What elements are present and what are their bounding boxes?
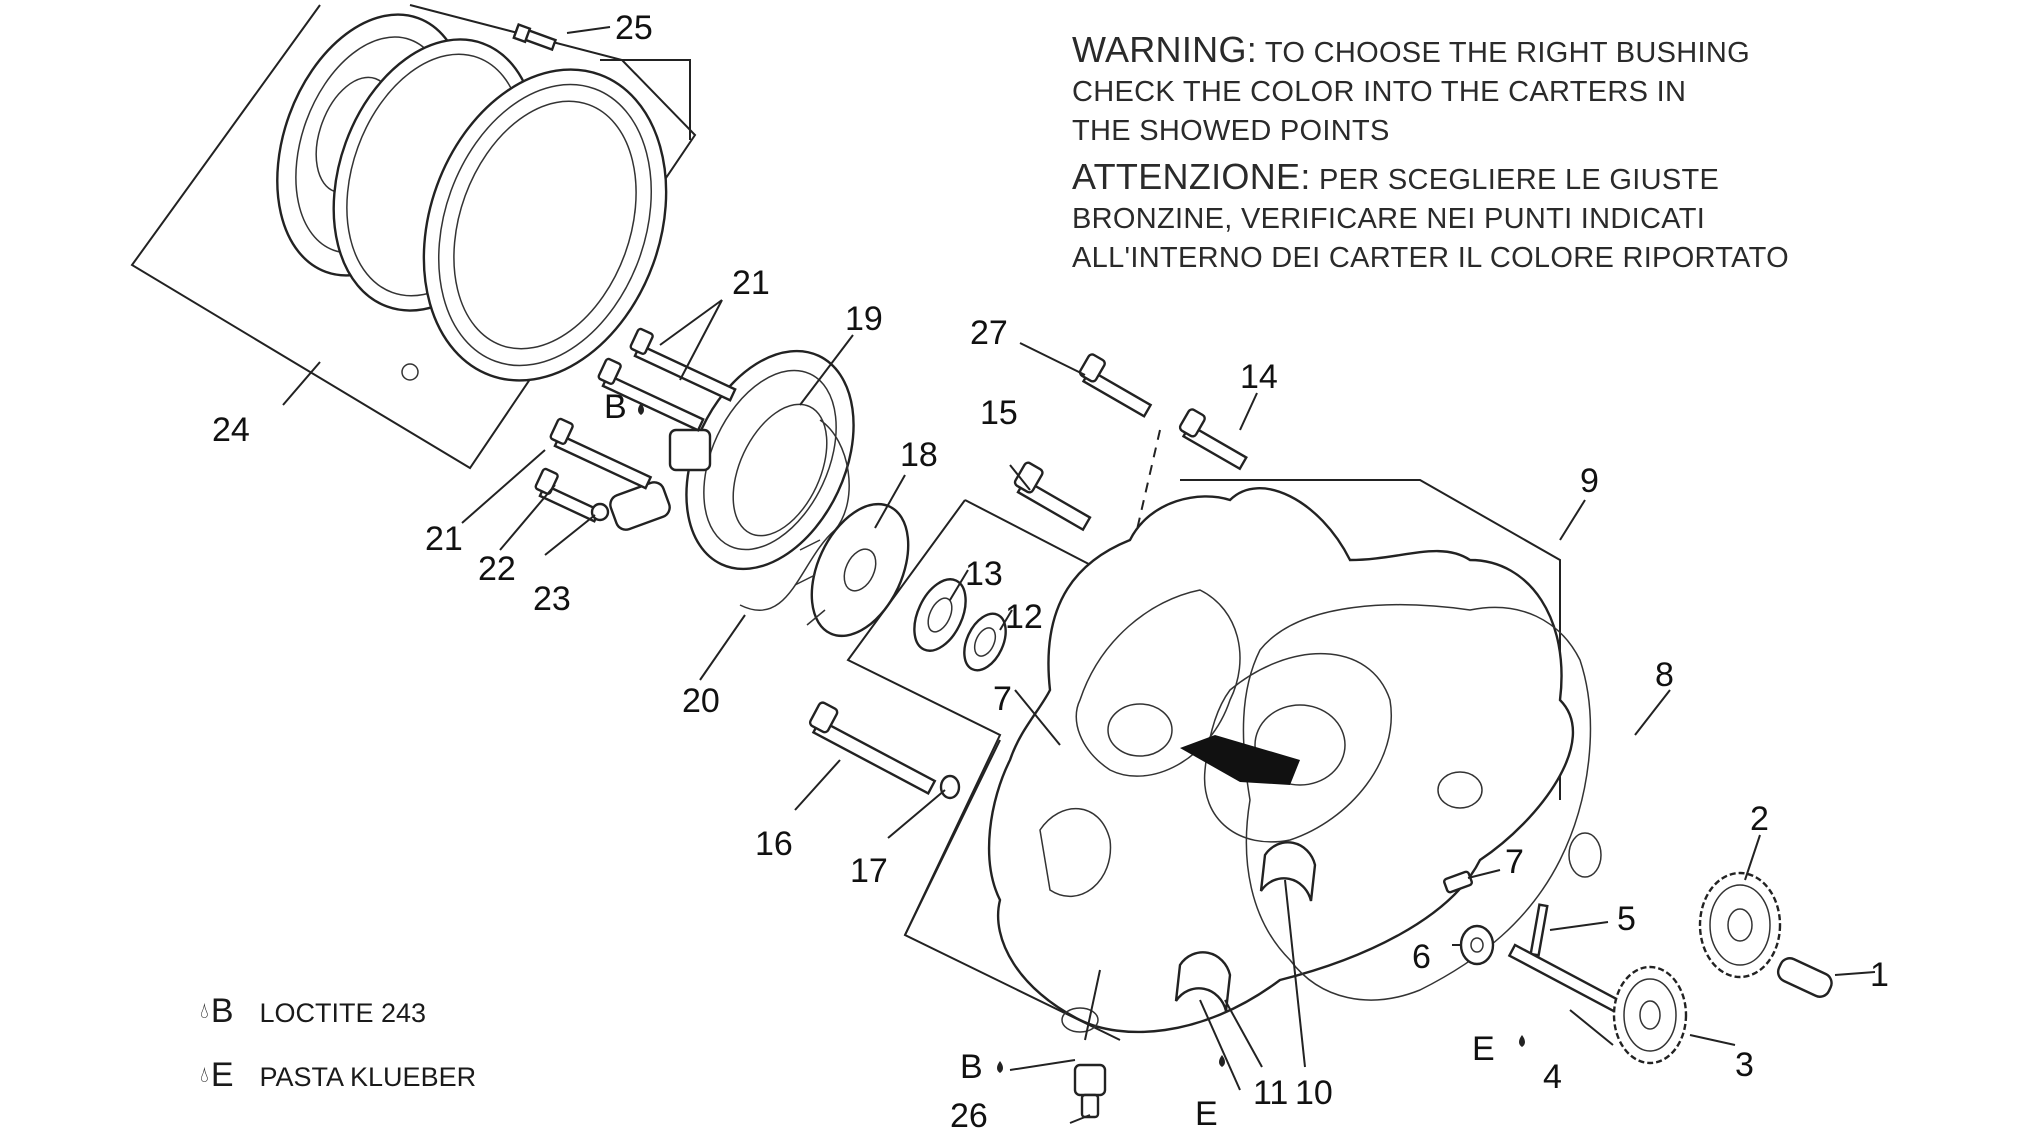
impeller-part-18: [794, 502, 910, 638]
warning-en-line-2: CHECK THE COLOR INTO THE CARTERS IN: [1072, 76, 1687, 108]
warning-en-label: WARNING:: [1072, 29, 1258, 70]
callout-2: 2: [1750, 800, 1769, 838]
callout-23: 23: [533, 580, 571, 618]
legend-text: PASTA KLUEBER: [259, 1062, 477, 1092]
callout-22: 22: [478, 550, 516, 588]
callout-5: 5: [1617, 900, 1636, 938]
gear-part-3: [1612, 965, 1688, 1065]
washer-part-6: [1459, 924, 1495, 966]
callout-8: 8: [1655, 656, 1674, 694]
legend-item-b: 💧︎B LOCTITE 243: [200, 992, 426, 1031]
drop-icon: [638, 403, 1525, 1073]
leader-lines: [282, 299, 1876, 1124]
bolt-part-15: [1013, 461, 1092, 532]
gear-part-2: [1698, 871, 1782, 979]
callout-15: 15: [980, 394, 1018, 432]
bushing-part-10: [1259, 841, 1317, 902]
drop-icon: 💧︎: [200, 1062, 209, 1087]
callout-21b: 21: [425, 520, 463, 558]
drop-icon: 💧︎: [200, 998, 209, 1023]
callout-1: 1: [1870, 956, 1889, 994]
pin-part-1: [1776, 957, 1833, 998]
warning-it-label: ATTENZIONE:: [1072, 156, 1311, 197]
marker-e-shaft: E: [1472, 1030, 1495, 1068]
callout-14: 14: [1240, 358, 1278, 396]
callout-25: 25: [615, 9, 653, 47]
warning-it-line-2: BRONZINE, VERIFICARE NEI PUNTI INDICATI: [1072, 203, 1706, 235]
callout-11: 11: [1253, 1074, 1288, 1112]
bolt-part-25: [512, 23, 611, 52]
warning-it-line-1: ATTENZIONE: PER SCEGLIERE LE GIUSTE: [1072, 157, 1972, 200]
callout-16: 16: [755, 825, 793, 863]
gasket-part-8: [1242, 604, 1602, 1001]
warning-it-text-1: PER SCEGLIERE LE GIUSTE: [1319, 164, 1720, 196]
callout-7b: 7: [1505, 843, 1524, 881]
callout-13: 13: [965, 555, 1003, 593]
direction-arrow: [1180, 735, 1300, 785]
bolt-part-16: [808, 701, 937, 796]
callout-18: 18: [900, 436, 938, 474]
water-pump-part: [609, 349, 855, 612]
callout-9: 9: [1580, 462, 1599, 500]
group-frame-pump-bearings: [846, 499, 1111, 936]
callout-26: 26: [950, 1097, 988, 1131]
bushing-part-11: [1174, 951, 1232, 1012]
callout-3: 3: [1735, 1046, 1754, 1084]
callout-27: 27: [970, 314, 1008, 352]
marker-b-sensor: B: [960, 1048, 983, 1086]
legend-code: E: [210, 1056, 234, 1094]
legend-text: LOCTITE 243: [259, 998, 427, 1028]
callout-19: 19: [845, 300, 883, 338]
callout-17: 17: [850, 852, 888, 890]
warning-it-line-3: ALL'INTERNO DEI CARTER IL COLORE RIPORTA…: [1072, 242, 1789, 274]
warning-en-line-3: THE SHOWED POINTS: [1072, 115, 1390, 147]
bolt-part-14: [1178, 408, 1248, 471]
marker-b-pump: B: [604, 388, 627, 426]
washer-part-17: [939, 774, 961, 800]
sensor-part-26: [1073, 1063, 1107, 1119]
callout-4: 4: [1543, 1058, 1562, 1096]
bearing-part-12: [963, 612, 1007, 672]
callout-7a: 7: [993, 680, 1012, 718]
clutch-cover-part: [276, 13, 668, 382]
warning-en-line-1: WARNING: TO CHOOSE THE RIGHT BUSHING: [1072, 30, 1972, 73]
warning-en-text-1: TO CHOOSE THE RIGHT BUSHING: [1264, 37, 1750, 69]
bolt-part-27: [1078, 353, 1153, 418]
warning-note: WARNING: TO CHOOSE THE RIGHT BUSHING CHE…: [1072, 30, 1972, 278]
legend-item-e: 💧︎E PASTA KLUEBER: [200, 1056, 476, 1095]
callout-10: 10: [1295, 1074, 1333, 1112]
callout-6: 6: [1412, 938, 1431, 976]
legend-code: B: [210, 992, 234, 1030]
callout-24: 24: [212, 411, 250, 449]
marker-e-bushing: E: [1195, 1095, 1218, 1131]
dowel-part-5: [1529, 903, 1549, 957]
callout-21a: 21: [732, 264, 770, 302]
callout-12: 12: [1005, 598, 1043, 636]
bolts-part-21-22-23: [534, 327, 737, 523]
callout-labels: 1 2 3 4 5 6 7 7 8 9 10 11 12 13 14 15 16…: [212, 9, 1889, 1135]
callout-20: 20: [682, 682, 720, 720]
